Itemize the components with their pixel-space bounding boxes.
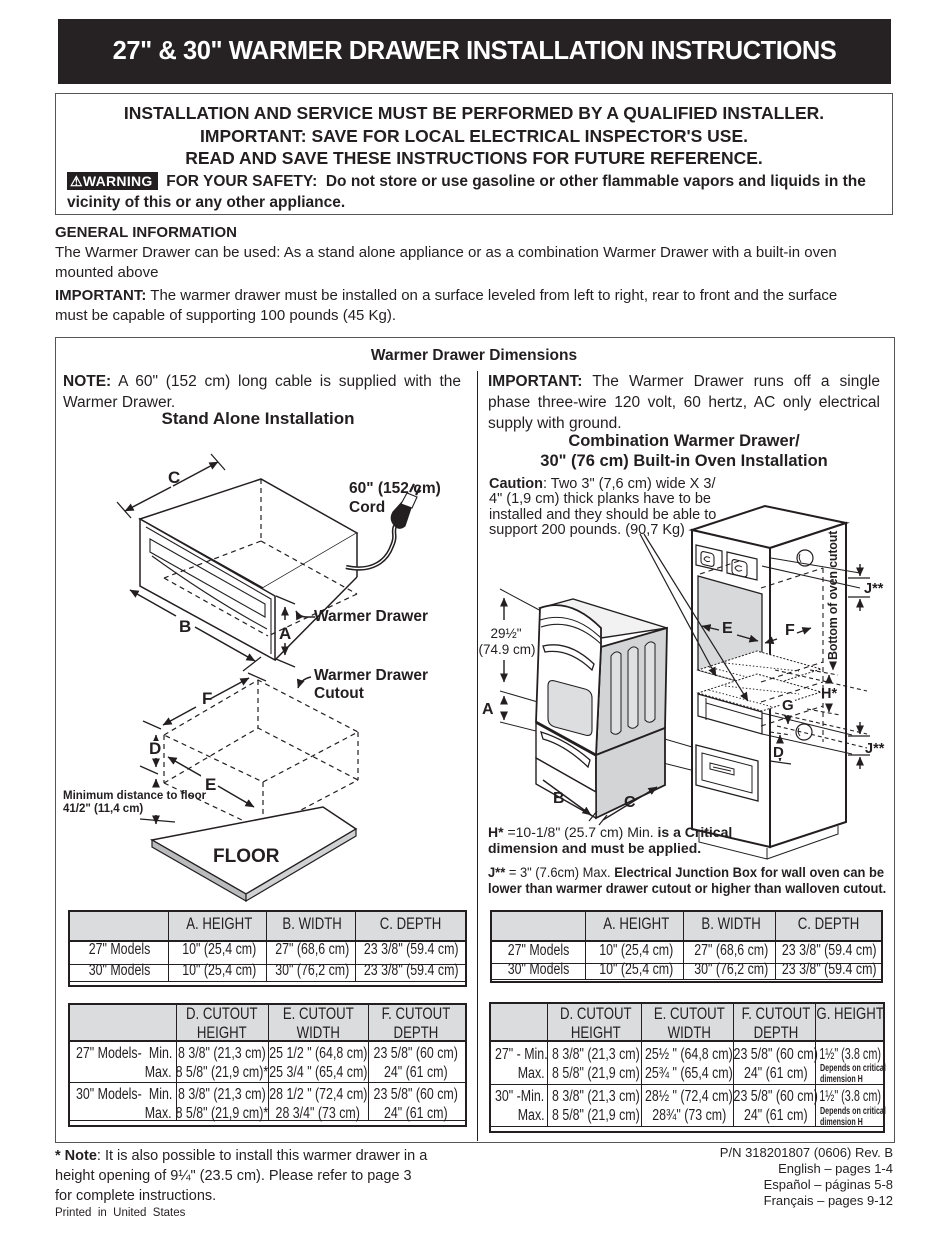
svg-text:E: E — [205, 775, 216, 794]
svg-text:B: B — [553, 790, 565, 807]
svg-text:A: A — [279, 624, 291, 643]
svg-text:60" (152 cm): 60" (152 cm) — [349, 480, 441, 497]
svg-text:41/2" (11,4 cm): 41/2" (11,4 cm) — [63, 803, 143, 815]
svg-text:Warmer Drawer: Warmer Drawer — [314, 608, 428, 625]
svg-text:F: F — [785, 622, 795, 639]
svg-text:C: C — [624, 794, 636, 811]
svg-text:FLOOR: FLOOR — [213, 846, 280, 867]
svg-text:F: F — [202, 689, 212, 708]
svg-text:G: G — [782, 697, 794, 714]
svg-text:B: B — [179, 617, 191, 636]
svg-text:A: A — [482, 701, 494, 718]
svg-text:Cord: Cord — [349, 499, 385, 516]
svg-text:D: D — [149, 739, 161, 758]
svg-text:E: E — [722, 620, 733, 637]
svg-text:Cutout: Cutout — [314, 685, 364, 702]
svg-text:C: C — [168, 468, 180, 487]
svg-text:H*: H* — [821, 686, 837, 702]
svg-text:J**: J** — [865, 741, 885, 757]
svg-text:(74.9 cm): (74.9 cm) — [478, 642, 535, 657]
svg-text:J**: J** — [864, 581, 884, 597]
svg-text:Minimum distance to floor: Minimum distance to floor — [63, 790, 207, 802]
svg-text:Warmer Drawer: Warmer Drawer — [314, 667, 428, 684]
svg-text:D: D — [773, 744, 784, 761]
svg-text:29½": 29½" — [490, 626, 521, 641]
svg-text:Bottom of oven cutout: Bottom of oven cutout — [826, 530, 840, 660]
